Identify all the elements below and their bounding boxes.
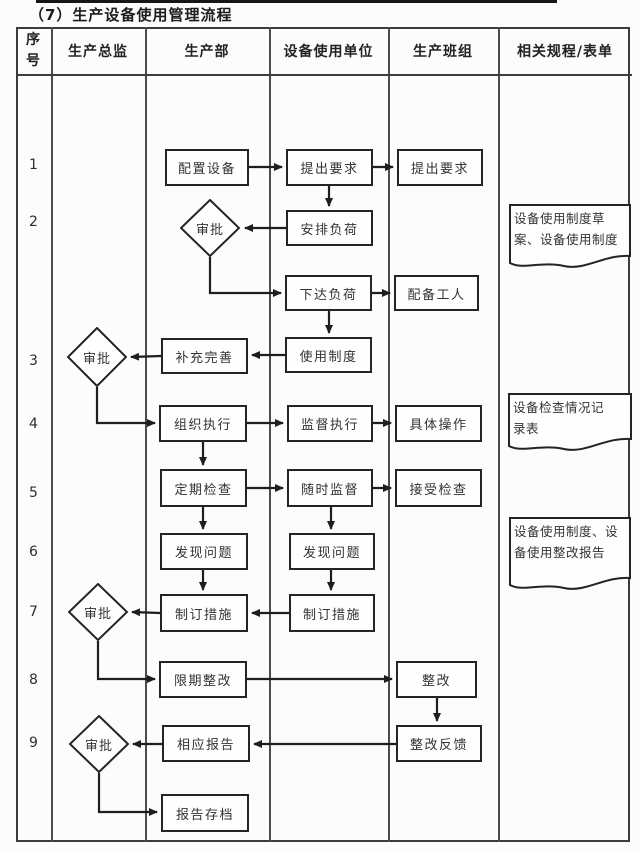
header-seq-no: 序号: [26, 32, 41, 69]
node-raise-request-team: 提出要求: [397, 149, 483, 186]
diamond-label: 审批: [82, 351, 111, 367]
node-periodic-inspection: 定期检查: [160, 469, 247, 507]
node-find-problems-dept: 发现问题: [160, 533, 248, 570]
header-production-director: 生产总监: [68, 43, 128, 60]
diamond-shape: [67, 327, 127, 387]
node-specific-operation: 具体操作: [395, 405, 482, 442]
row-number-5: 5: [29, 485, 38, 501]
node-assign-workers: 配备工人: [394, 275, 479, 311]
node-rectification-feedback: 整改反馈: [396, 725, 482, 762]
row-number-3: 3: [29, 353, 38, 369]
column-divider-2: [145, 27, 147, 842]
node-arrange-load: 安排负荷: [286, 210, 373, 246]
node-organize-execution: 组织执行: [159, 405, 247, 442]
document-text: 设备使用制度草案、设备使用制度: [514, 211, 619, 247]
column-divider-3: [269, 27, 271, 842]
node-formulate-measures-dept: 制订措施: [160, 594, 248, 632]
diamond-shape: [68, 583, 128, 641]
approval-diamond-row3: 审批: [67, 327, 127, 387]
row-number-9: 9: [29, 735, 38, 751]
node-corresponding-report: 相应报告: [162, 725, 250, 762]
header-production-dept: 生产部: [184, 43, 230, 60]
document-rectification-report: 设备使用制度、设备使用整改报告: [509, 517, 631, 594]
row-number-7: 7: [29, 604, 38, 620]
page-title: （7）生产设备使用管理流程: [29, 6, 233, 24]
node-archive-report: 报告存档: [161, 794, 249, 832]
header-related-forms: 相关规程/表单: [516, 43, 614, 60]
top-edge-line: [36, 0, 557, 3]
diamond-label: 审批: [195, 222, 224, 238]
diamond-shape: [180, 199, 240, 257]
diamond-shape: [69, 715, 129, 773]
document-inspection-record: 设备检查情况记录表: [508, 393, 632, 455]
document-shape: [509, 517, 631, 590]
header-divider: [16, 74, 632, 76]
row-number-6: 6: [29, 544, 38, 560]
column-divider-4: [388, 27, 390, 842]
column-divider-1: [51, 27, 53, 842]
node-deadline-rectification: 限期整改: [159, 661, 247, 698]
row-number-1: 1: [29, 157, 38, 173]
node-find-problems-unit: 发现问题: [289, 533, 375, 570]
row-number-2: 2: [29, 214, 38, 230]
document-text: 设备检查情况记录表: [513, 400, 605, 436]
approval-diamond-row2: 审批: [180, 199, 240, 257]
node-usage-system: 使用制度: [285, 337, 372, 373]
node-supplement-improve: 补充完善: [161, 338, 248, 374]
document-text: 设备使用制度、设备使用整改报告: [514, 524, 619, 560]
diamond-label: 审批: [83, 606, 112, 622]
approval-diamond-row7: 审批: [68, 583, 128, 641]
node-configure-equipment: 配置设备: [165, 149, 249, 186]
header-equipment-using-unit: 设备使用单位: [283, 43, 374, 60]
node-issue-load: 下达负荷: [285, 275, 372, 311]
row-number-4: 4: [29, 416, 38, 432]
node-formulate-measures-unit: 制订措施: [289, 594, 375, 632]
node-supervise-execution: 监督执行: [287, 405, 373, 442]
document-usage-system-draft: 设备使用制度草案、设备使用制度: [509, 204, 631, 272]
node-anytime-supervision: 随时监督: [287, 469, 373, 507]
document-shape: [509, 204, 631, 268]
node-rectify: 整改: [396, 661, 477, 698]
column-divider-5: [498, 27, 500, 842]
header-production-team: 生产班组: [413, 43, 473, 60]
node-accept-inspection: 接受检查: [395, 469, 482, 507]
diamond-label: 审批: [84, 738, 113, 754]
row-number-8: 8: [29, 672, 38, 688]
approval-diamond-row9: 审批: [69, 715, 129, 773]
document-shape: [508, 393, 632, 451]
node-raise-request-unit: 提出要求: [286, 149, 373, 186]
